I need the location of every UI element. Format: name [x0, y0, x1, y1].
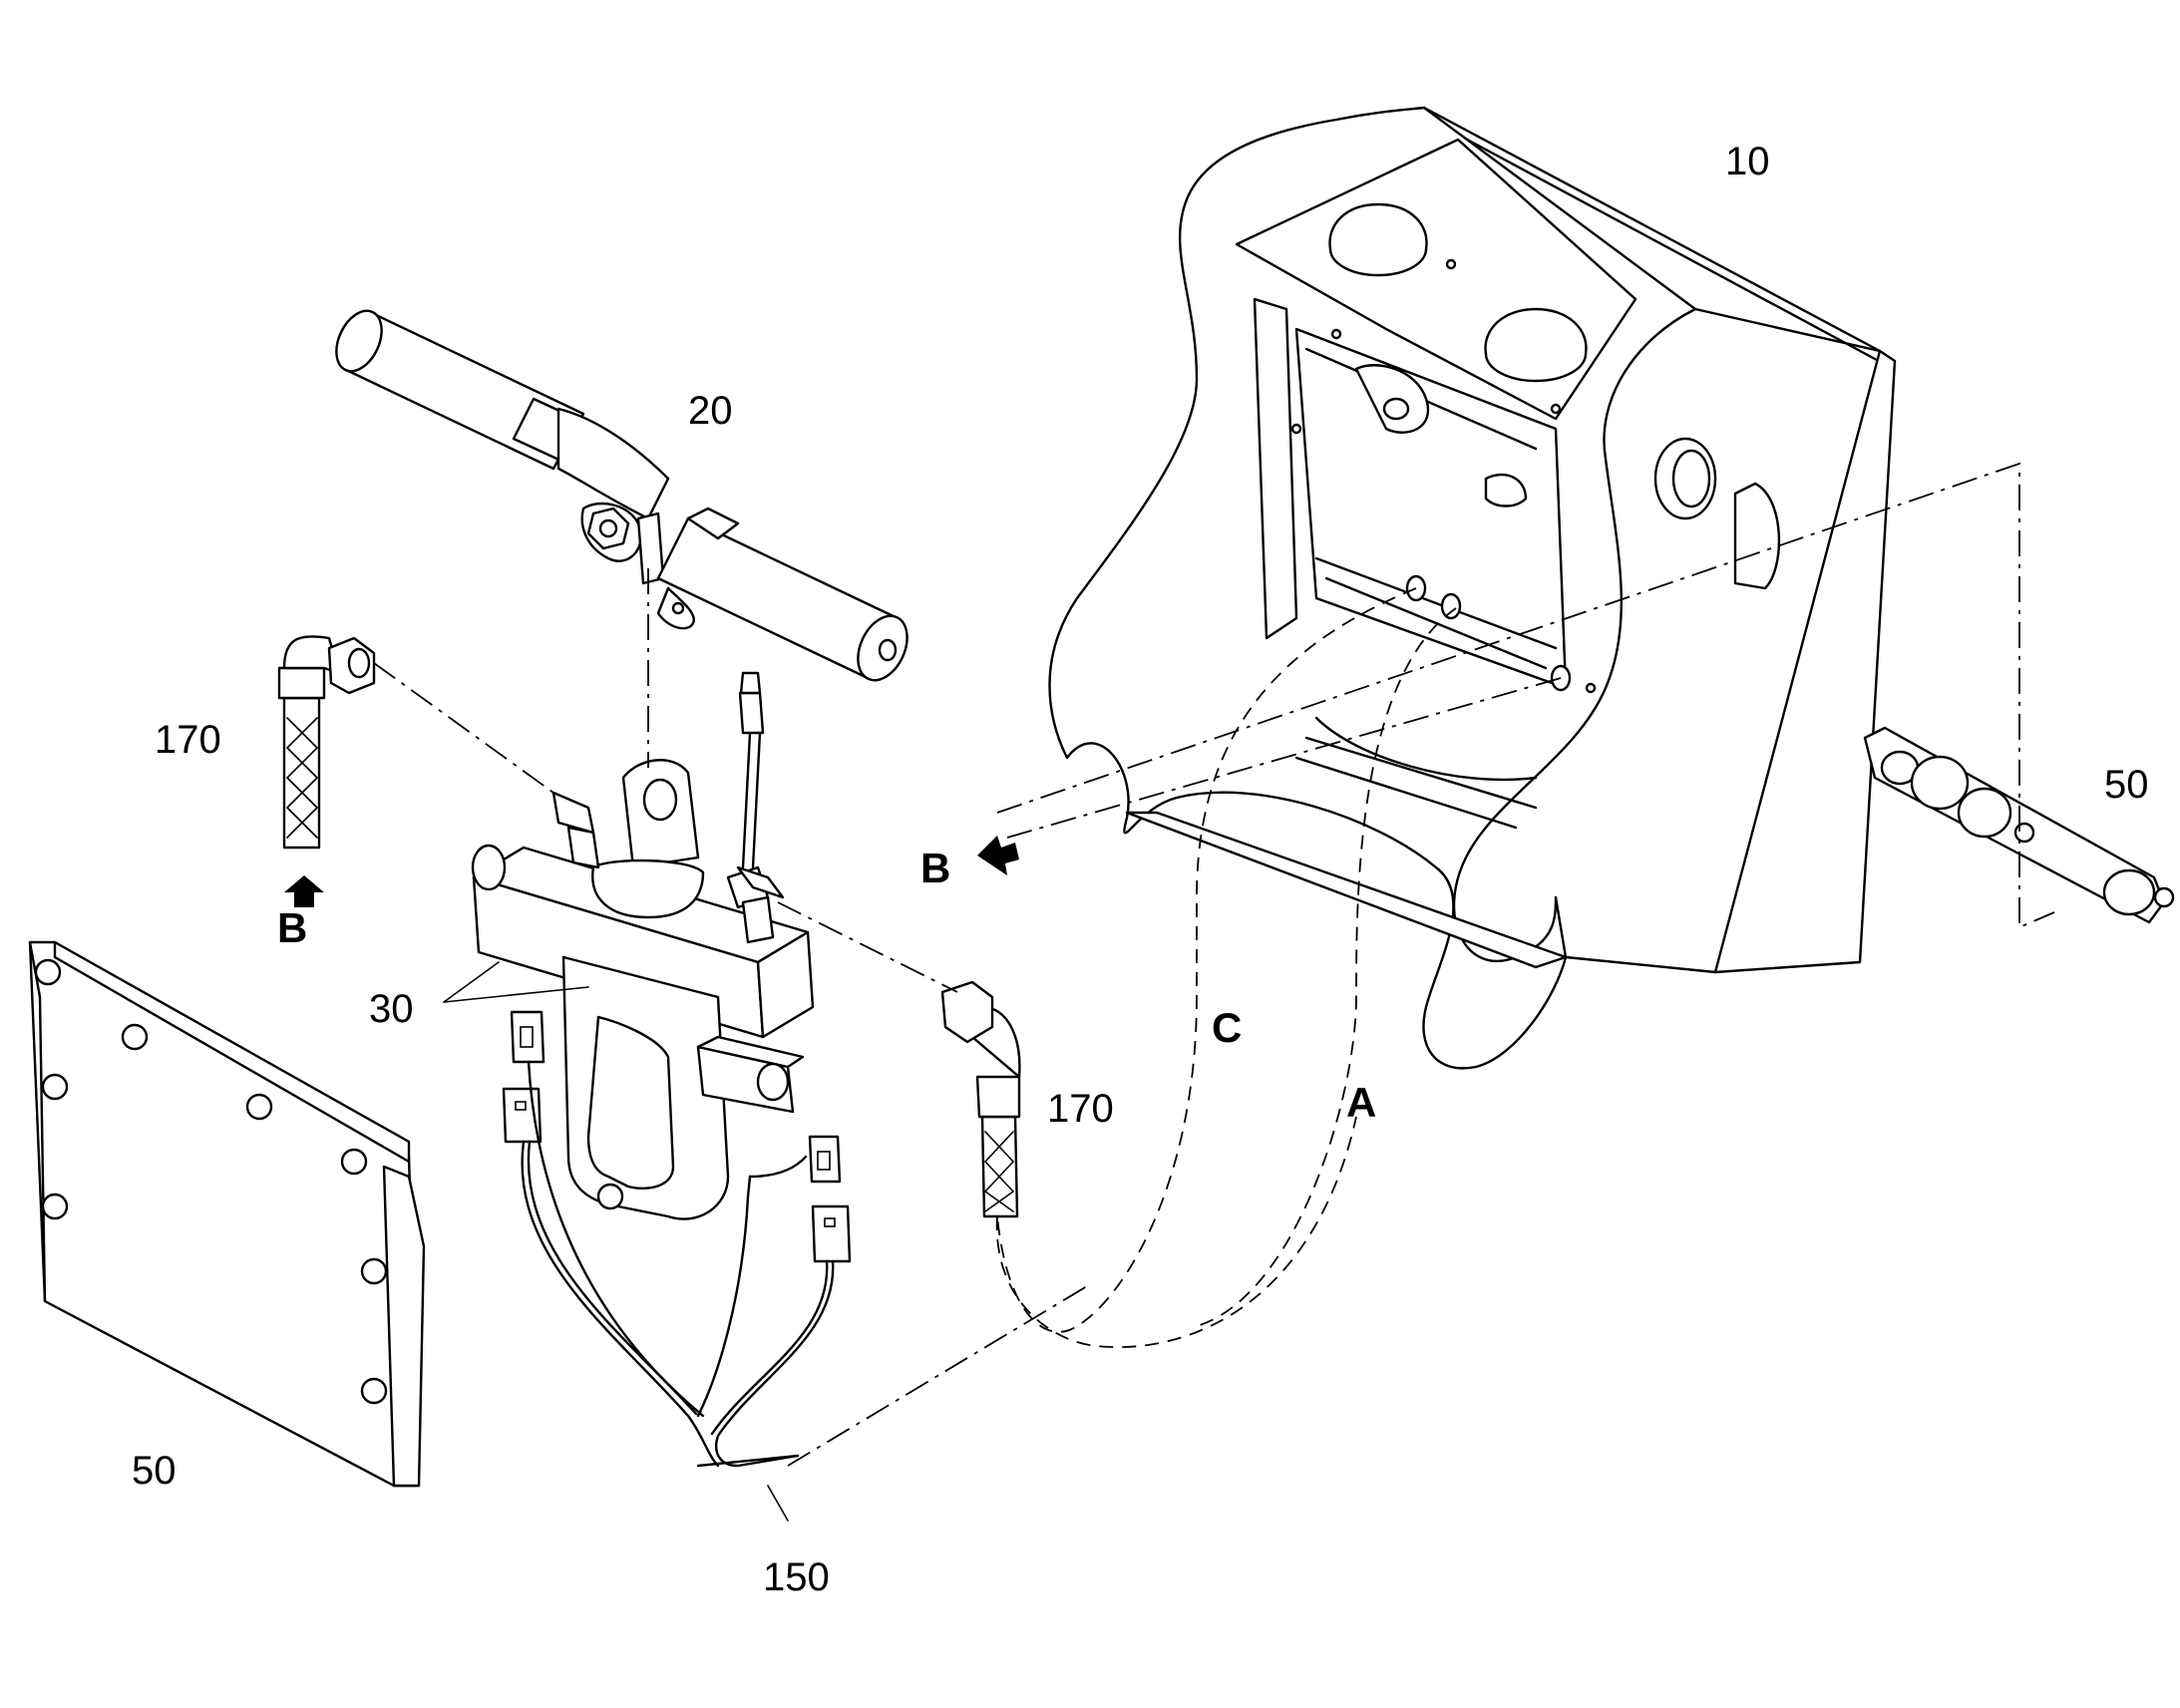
- label-hose-right: 170: [1047, 1087, 1114, 1131]
- connection-lines: [373, 462, 2055, 1467]
- label-conn-a: A: [1346, 1079, 1376, 1126]
- label-conn-b-left: B: [277, 904, 307, 951]
- arrow-b-left-icon: [977, 836, 1019, 875]
- label-harness: 150: [763, 1555, 830, 1599]
- plate-left-part-50: [28, 940, 426, 1488]
- label-frame: 10: [1725, 140, 1770, 183]
- label-plate-left: 50: [132, 1449, 177, 1493]
- label-hose-left: 170: [155, 718, 221, 762]
- hose-left-part-170: [277, 635, 376, 850]
- hose-right-part-170: [940, 980, 1021, 1218]
- frame-part-10: [1048, 106, 1897, 1070]
- arrow-b-top-icon: [284, 875, 324, 907]
- label-cylinder: 20: [688, 389, 733, 433]
- label-conn-c: C: [1212, 1004, 1242, 1051]
- cylinder-part-20: [335, 309, 908, 682]
- valve-block-part-30: [471, 671, 852, 1263]
- label-plate-right: 50: [2104, 763, 2149, 807]
- label-valve-block: 30: [369, 987, 414, 1031]
- label-conn-b-top: B: [920, 845, 950, 891]
- harness-part-150: [521, 1060, 835, 1468]
- plate-right-part-50: [1863, 726, 2175, 924]
- leader-lines: [443, 961, 789, 1522]
